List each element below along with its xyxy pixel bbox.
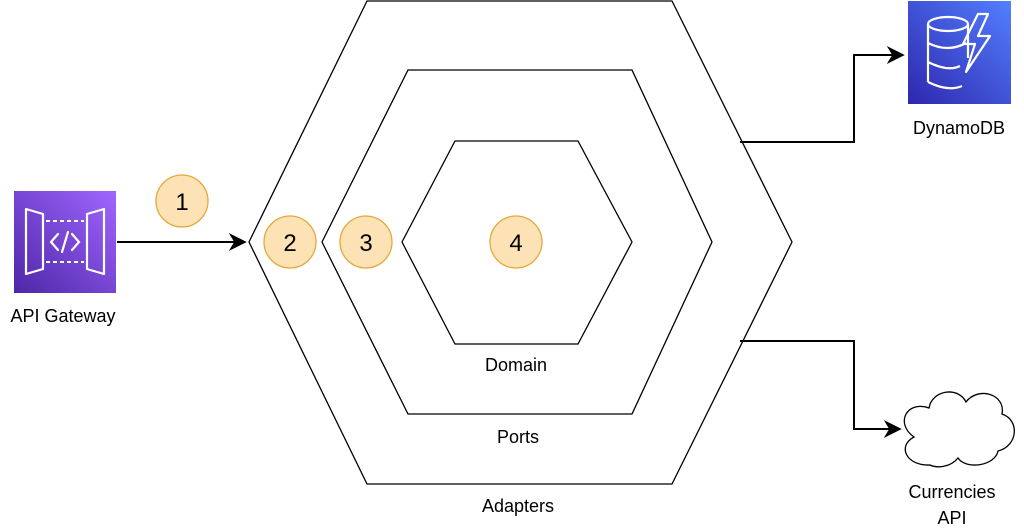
domain-label: Domain (485, 355, 547, 375)
ports-label: Ports (497, 427, 539, 447)
currencies-api-label-line2: API (937, 508, 966, 528)
adapters-label: Adapters (482, 496, 554, 516)
step-number: 2 (283, 230, 296, 257)
domain-hexagon (401, 140, 633, 345)
step-number: 4 (509, 230, 522, 257)
dynamodb-icon (908, 1, 1011, 104)
api-gateway-label: API Gateway (10, 306, 115, 326)
step-number: 3 (359, 230, 372, 257)
step-badge-2: 2 (263, 215, 317, 269)
api-gateway-icon (14, 191, 116, 293)
adapters-to-dynamodb-arrow (740, 46, 905, 143)
ports-hexagon (321, 69, 713, 415)
step-badge-1: 1 (155, 174, 209, 228)
adapters-to-currencies-api-arrow (740, 340, 902, 438)
adapters-hexagon (248, 0, 793, 485)
step-badge-3: 3 (339, 215, 393, 269)
cloud-icon (903, 391, 1015, 468)
currencies-api-label-line1: Currencies (908, 482, 995, 502)
step-number: 1 (175, 189, 188, 216)
step-badge-4: 4 (489, 215, 543, 269)
dynamodb-label: DynamoDB (913, 118, 1005, 138)
